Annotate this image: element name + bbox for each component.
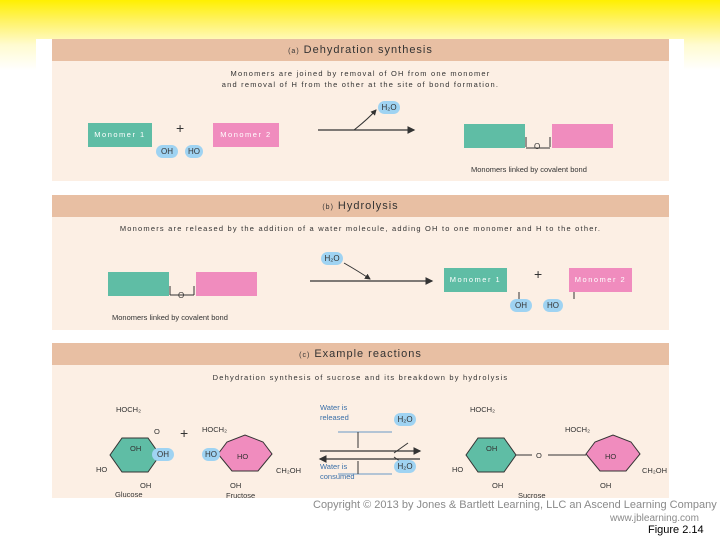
panel-example: (c)Example reactions Dehydration synthes… xyxy=(52,343,669,500)
panel-c-title: Example reactions xyxy=(314,348,422,360)
glucose-ho-left: HO xyxy=(96,465,107,474)
panel-dehydration: (a)Dehydration synthesis Monomers are jo… xyxy=(52,39,669,181)
sucrose-hoch2-left: HOCH₂ xyxy=(470,405,495,414)
panel-a-description: Monomers are joined by removal of OH fro… xyxy=(52,68,669,90)
hyd-linked-caption: Monomers linked by covalent bond xyxy=(112,313,228,322)
water-consumed-line2: consumed xyxy=(320,472,355,481)
water-consumed-line1: Water is xyxy=(320,462,348,471)
ho-group: HO xyxy=(185,145,203,158)
hyd-linked-monomer-1 xyxy=(108,272,169,296)
hyd-water-molecule: H₂O xyxy=(321,252,343,265)
sucrose-oh-bottom: OH xyxy=(492,481,503,490)
copyright-notice: Copyright © 2013 by Jones & Bartlett Lea… xyxy=(313,499,717,511)
panel-b-tag: (b) xyxy=(322,204,334,211)
sucrose-ho-right: HO xyxy=(605,452,616,461)
water-molecule: H₂O xyxy=(378,101,400,114)
water-curve-arrow xyxy=(353,109,377,131)
panel-c-header: (c)Example reactions xyxy=(52,343,669,365)
linked-caption: Monomers linked by covalent bond xyxy=(471,165,587,174)
fructose-ring xyxy=(217,434,273,472)
sucrose-fructose-ring xyxy=(585,434,641,472)
sucrose-ch2oh: CH₂OH xyxy=(642,466,667,475)
sugar-plus-sign: + xyxy=(180,425,189,441)
monomer-1-block: Monomer 1 xyxy=(88,123,152,147)
glucose-hoch2: HOCH₂ xyxy=(116,405,141,414)
water-removed-arrow xyxy=(318,109,551,149)
sucrose-hoch2-right: HOCH₂ xyxy=(565,425,590,434)
plus-sign: + xyxy=(176,120,185,136)
panel-hydrolysis: (b)Hydrolysis Monomers are released by t… xyxy=(52,195,669,330)
hyd-water-curve-arrow xyxy=(343,262,371,280)
hyd-monomer-1-block: Monomer 1 xyxy=(444,268,507,292)
linked-monomer-2 xyxy=(552,124,613,148)
released-water: H₂O xyxy=(394,413,416,426)
fructose-hoch2: HOCH₂ xyxy=(202,425,227,434)
panel-a-title: Dehydration synthesis xyxy=(303,44,433,56)
fructose-oh-bottom: OH xyxy=(230,481,241,490)
website-link: www.jblearning.com xyxy=(610,513,699,524)
panel-c-description: Dehydration synthesis of sucrose and its… xyxy=(212,373,509,382)
linked-monomer-1 xyxy=(464,124,525,148)
fructose-label: Fructose xyxy=(226,491,256,500)
fructose-ho: HO xyxy=(237,452,248,461)
sucrose-bridge-o: O xyxy=(536,451,542,460)
glucose-o: O xyxy=(154,427,160,436)
panel-c-tag: (c) xyxy=(299,352,311,359)
panel-b-description: Monomers are released by the addition of… xyxy=(119,224,602,233)
sucrose-label: Sucrose xyxy=(518,491,546,500)
glucose-label: Glucose xyxy=(115,490,143,499)
hyd-linked-monomer-2 xyxy=(196,272,257,296)
water-consumed-label: Water is consumed xyxy=(320,462,355,482)
fructose-ch2oh: CH₂OH xyxy=(276,466,301,475)
glucose-oh-group: OH xyxy=(152,448,174,461)
hydrolysis-arrows xyxy=(169,262,575,299)
hyd-plus-sign: + xyxy=(534,266,543,282)
fructose-ho-group: HO xyxy=(202,448,220,461)
oxygen-bridge: O xyxy=(534,142,541,151)
sugar-reaction-diagram: HOCH₂ O OH HO OH HOCH₂ HO CH₂OH OH HOCH₂… xyxy=(96,405,667,490)
oh-group: OH xyxy=(156,145,178,158)
figure-number: Figure 2.14 xyxy=(648,524,704,536)
slide: (a)Dehydration synthesis Monomers are jo… xyxy=(36,39,684,517)
panel-a-desc-line1: Monomers are joined by removal of OH fro… xyxy=(230,69,491,78)
water-released-pointer xyxy=(393,442,409,454)
sucrose-oh-top: OH xyxy=(486,444,497,453)
panel-a-desc-line2: and removal of H from the other at the s… xyxy=(221,80,500,89)
hyd-monomer-2-block: Monomer 2 xyxy=(569,268,632,292)
panel-b-title: Hydrolysis xyxy=(337,200,399,212)
water-released-line1: Water is xyxy=(320,403,348,412)
consumed-water: H₂O xyxy=(394,460,416,473)
panel-a-header: (a)Dehydration synthesis xyxy=(52,39,669,61)
water-released-label: Water is released xyxy=(320,403,349,423)
panel-b-header: (b)Hydrolysis xyxy=(52,195,669,217)
sucrose-oh-bottom-right: OH xyxy=(600,481,611,490)
hyd-ho-group: HO xyxy=(543,299,563,312)
water-released-line2: released xyxy=(320,413,349,422)
glucose-oh-top: OH xyxy=(130,444,141,453)
sucrose-ho-left: HO xyxy=(452,465,463,474)
monomer-2-block: Monomer 2 xyxy=(213,123,279,147)
hyd-oh-group: OH xyxy=(510,299,532,312)
panel-a-tag: (a) xyxy=(288,48,300,55)
glucose-oh-bottom: OH xyxy=(140,481,151,490)
